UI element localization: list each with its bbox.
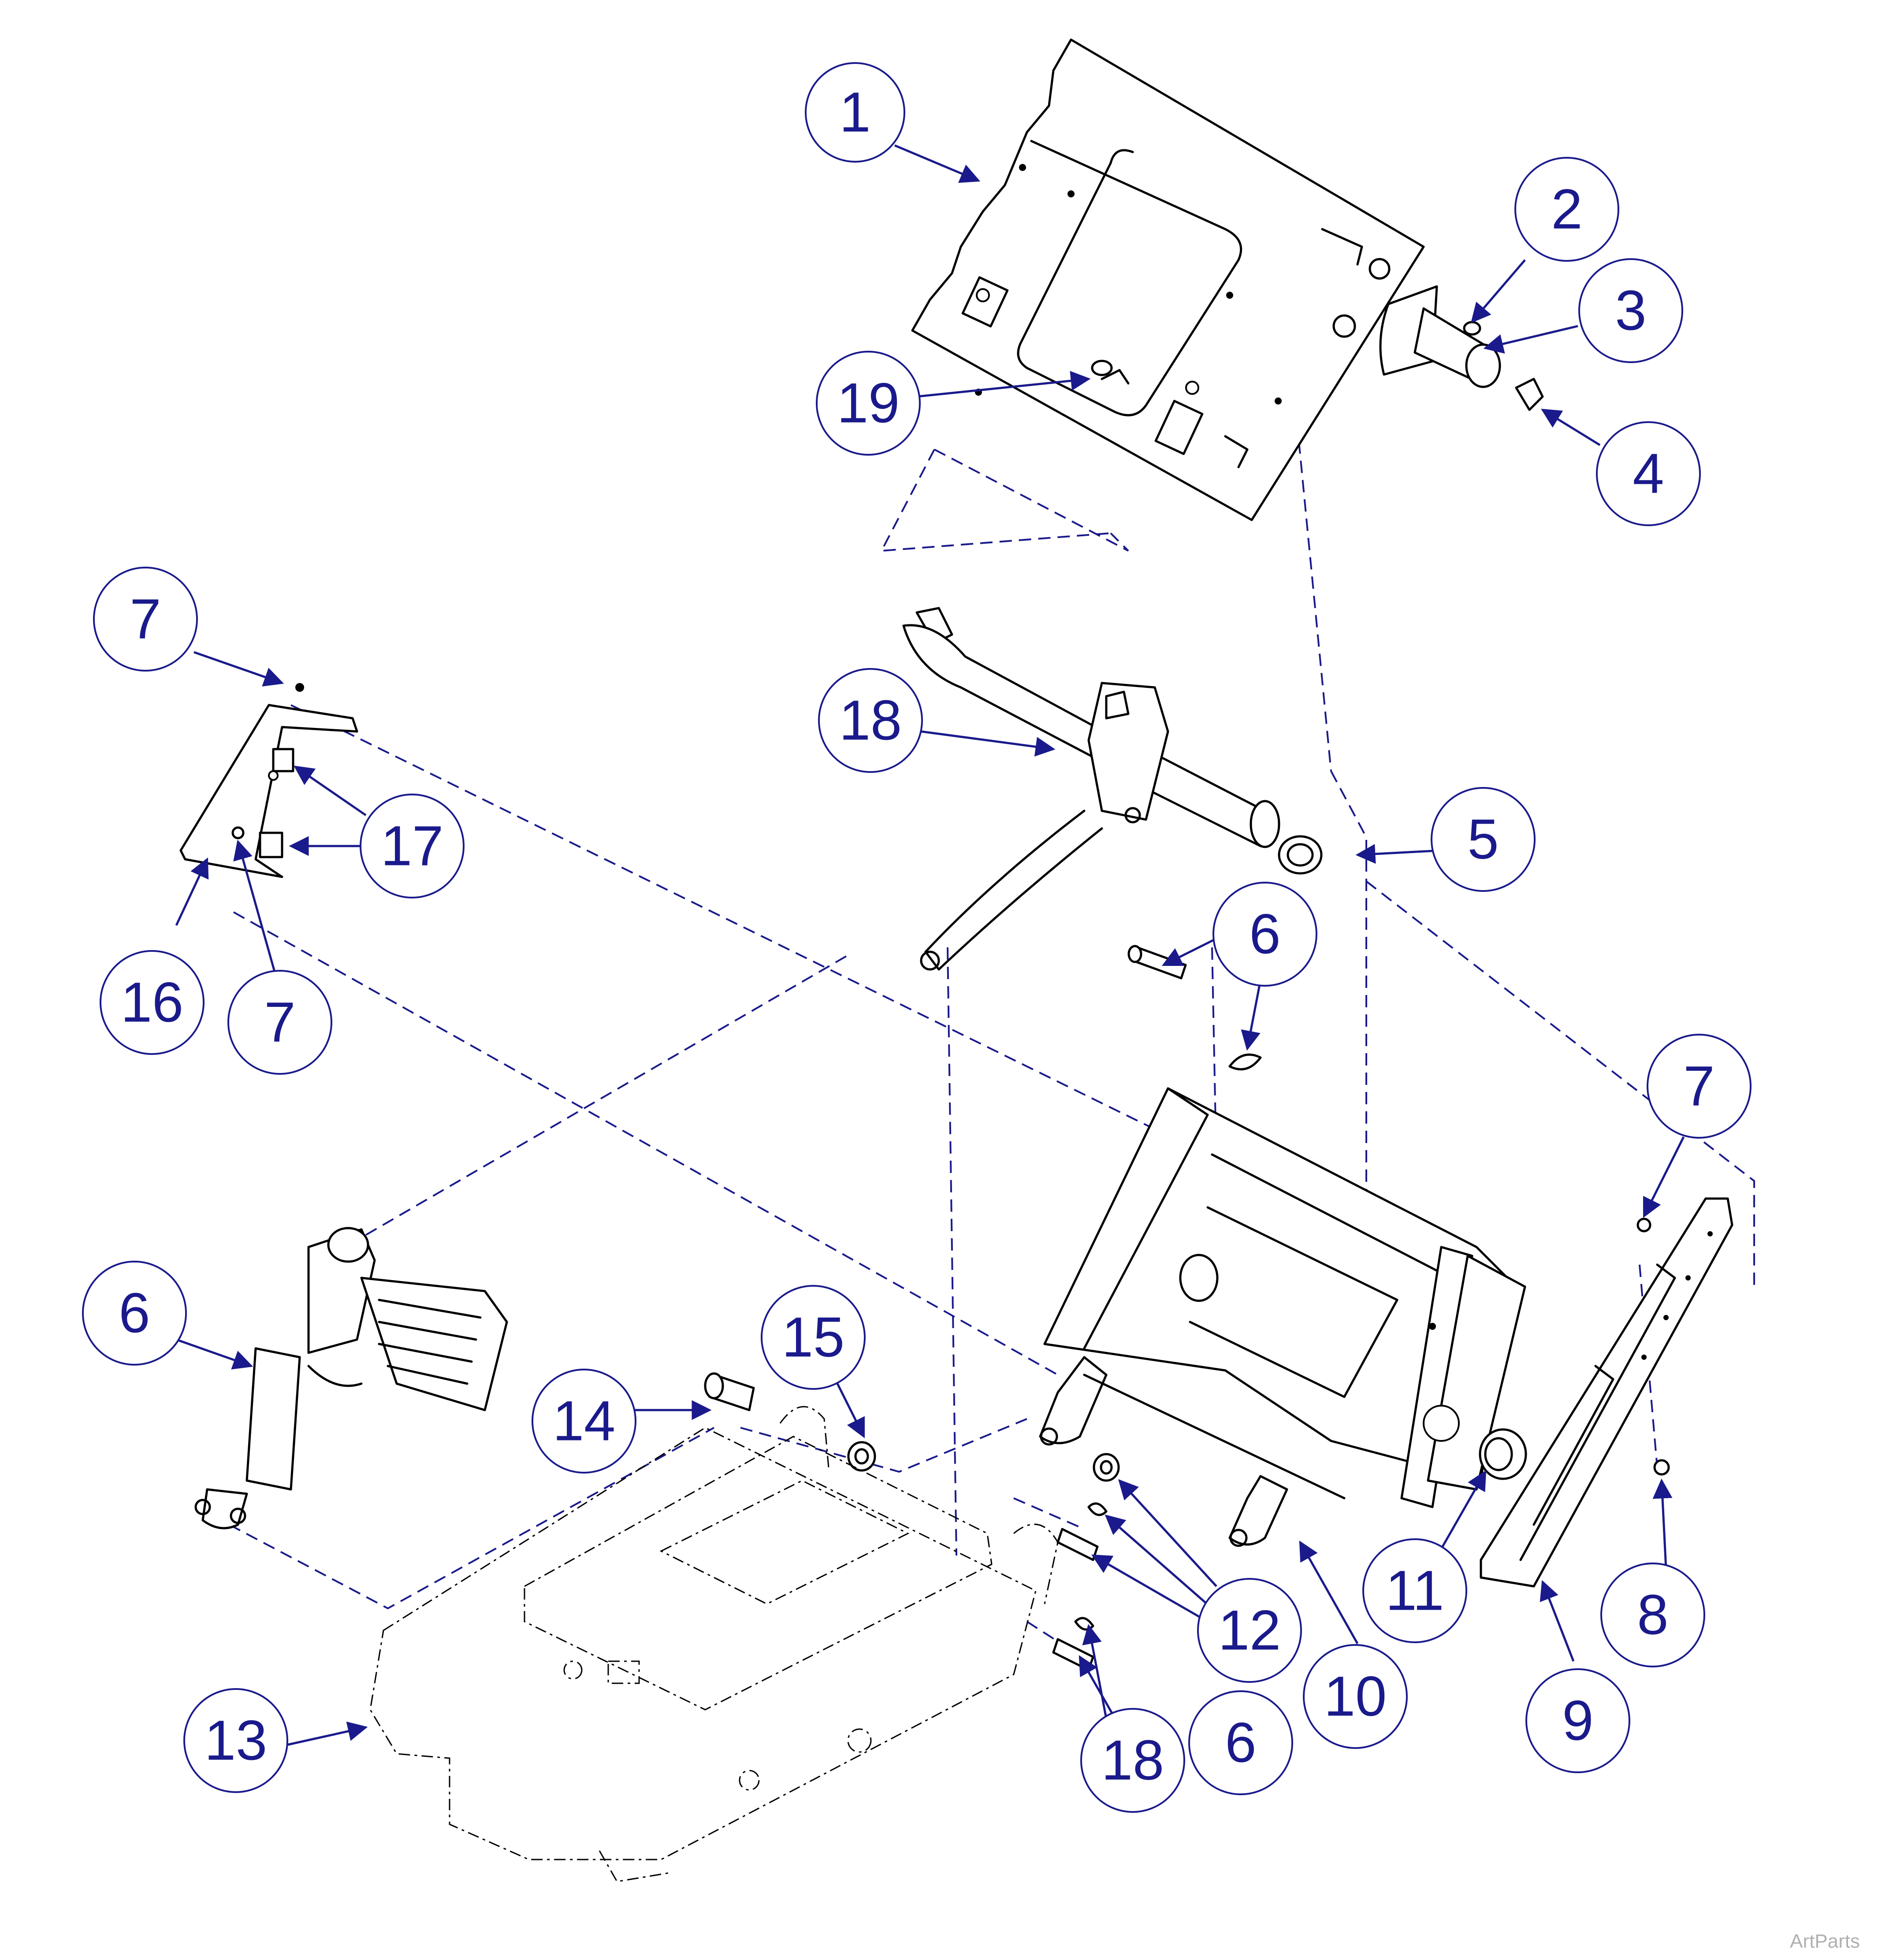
callout-12: 12 <box>1197 1578 1302 1683</box>
part-19-bolt <box>1091 360 1113 376</box>
callout-7-top-left-label: 7 <box>130 588 161 651</box>
part-12-spacer <box>1093 1453 1120 1482</box>
callout-18-lower: 18 <box>1080 1708 1185 1813</box>
callout-4: 4 <box>1596 421 1701 526</box>
callout-13: 13 <box>183 1688 288 1793</box>
callout-6-lower: 6 <box>1188 1690 1293 1795</box>
callout-14: 14 <box>532 1369 636 1474</box>
part-18-shaft-assembly <box>902 607 1280 971</box>
callout-8-label: 8 <box>1637 1584 1668 1647</box>
callout-13-label: 13 <box>205 1709 267 1772</box>
callout-7-right-label: 7 <box>1683 1055 1714 1118</box>
parts-7-8-screws <box>1636 1218 1670 1476</box>
callout-11-label: 11 <box>1386 1559 1444 1622</box>
callout-5: 5 <box>1431 787 1536 892</box>
callout-7-top-left: 7 <box>93 567 198 672</box>
callout-1: 1 <box>805 62 905 163</box>
callout-6-lower-label: 6 <box>1225 1711 1256 1774</box>
part-10-lift-frame <box>1039 1087 1526 1547</box>
part-9-side-rail <box>1480 1197 1733 1588</box>
part-1-mounting-plate <box>911 38 1425 521</box>
callout-16: 16 <box>100 950 205 1055</box>
part-6-linear-actuator <box>194 1227 508 1529</box>
watermark: ArtParts <box>1790 1930 1860 1952</box>
callout-6-upper: 6 <box>1212 882 1317 987</box>
part-11-end-cap <box>1479 1428 1527 1480</box>
callout-2-label: 2 <box>1551 178 1582 241</box>
leader-lines <box>175 144 1685 1746</box>
callout-3-label: 3 <box>1615 279 1646 342</box>
callout-6-left: 6 <box>82 1261 187 1366</box>
callout-4-label: 4 <box>1633 442 1664 505</box>
part-5-ring-bushing <box>1278 835 1323 875</box>
callout-14-label: 14 <box>553 1390 615 1453</box>
callout-6-left-label: 6 <box>119 1282 150 1345</box>
callout-19-label: 19 <box>837 372 900 435</box>
callout-17: 17 <box>360 794 465 898</box>
callout-10-label: 10 <box>1324 1665 1387 1728</box>
callout-12-label: 12 <box>1218 1599 1281 1662</box>
callout-16-label: 16 <box>121 971 183 1034</box>
callout-6-upper-label: 6 <box>1249 903 1280 966</box>
callout-11: 11 <box>1362 1538 1467 1643</box>
callout-2: 2 <box>1514 157 1619 262</box>
callout-7-left: 7 <box>227 970 332 1075</box>
callout-15: 15 <box>761 1285 866 1390</box>
parts-2-3-4-bushing-housing <box>1379 285 1544 411</box>
callout-18-upper-label: 18 <box>839 689 902 752</box>
callout-10: 10 <box>1303 1644 1408 1749</box>
callout-17-label: 17 <box>381 815 443 878</box>
callout-7-left-label: 7 <box>264 991 295 1054</box>
callout-15-label: 15 <box>782 1306 844 1369</box>
parts-6-18-lower-pins <box>1052 1502 1108 1671</box>
callout-18-upper: 18 <box>818 668 923 773</box>
callout-19: 19 <box>816 351 921 456</box>
callout-7-right: 7 <box>1647 1034 1752 1139</box>
callout-9: 9 <box>1525 1668 1630 1773</box>
callout-8: 8 <box>1600 1563 1705 1667</box>
callout-1-label: 1 <box>839 81 870 144</box>
callout-3: 3 <box>1578 258 1683 363</box>
callout-18-lower-label: 18 <box>1101 1729 1164 1792</box>
callout-9-label: 9 <box>1562 1689 1593 1752</box>
part-13-base-frame <box>369 1406 1059 1882</box>
parts-14-15-bolt-and-spacer <box>704 1372 876 1472</box>
part-16-switch-bracket <box>179 683 358 878</box>
callout-5-label: 5 <box>1467 808 1499 871</box>
